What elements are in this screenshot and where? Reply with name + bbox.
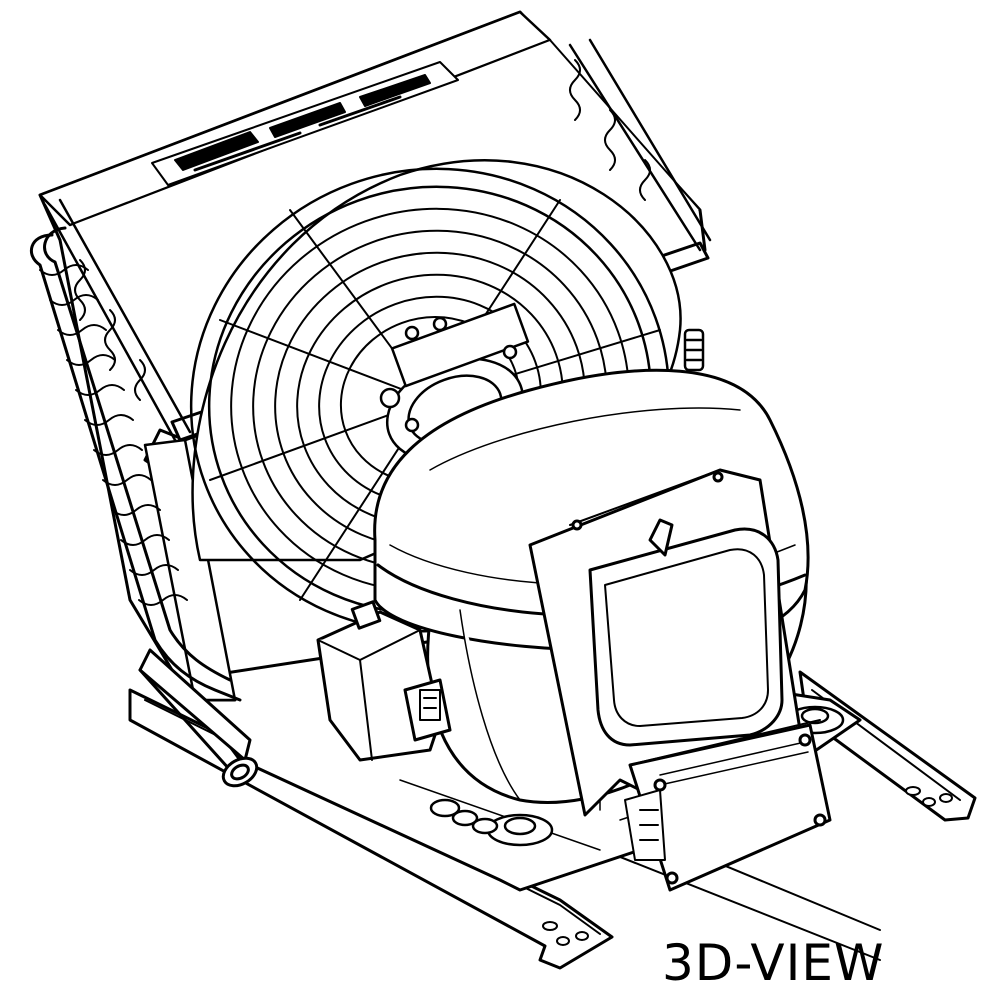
- terminal-cover: [590, 520, 782, 745]
- suction-tube: [140, 650, 262, 791]
- relay-box: [318, 602, 450, 760]
- nameplate: [152, 62, 458, 185]
- control-box: [625, 720, 830, 890]
- view-label: 3D-VIEW: [662, 934, 885, 992]
- relay-clips: [420, 690, 440, 720]
- process-tube: [685, 330, 703, 370]
- condenser-coil: [31, 40, 710, 700]
